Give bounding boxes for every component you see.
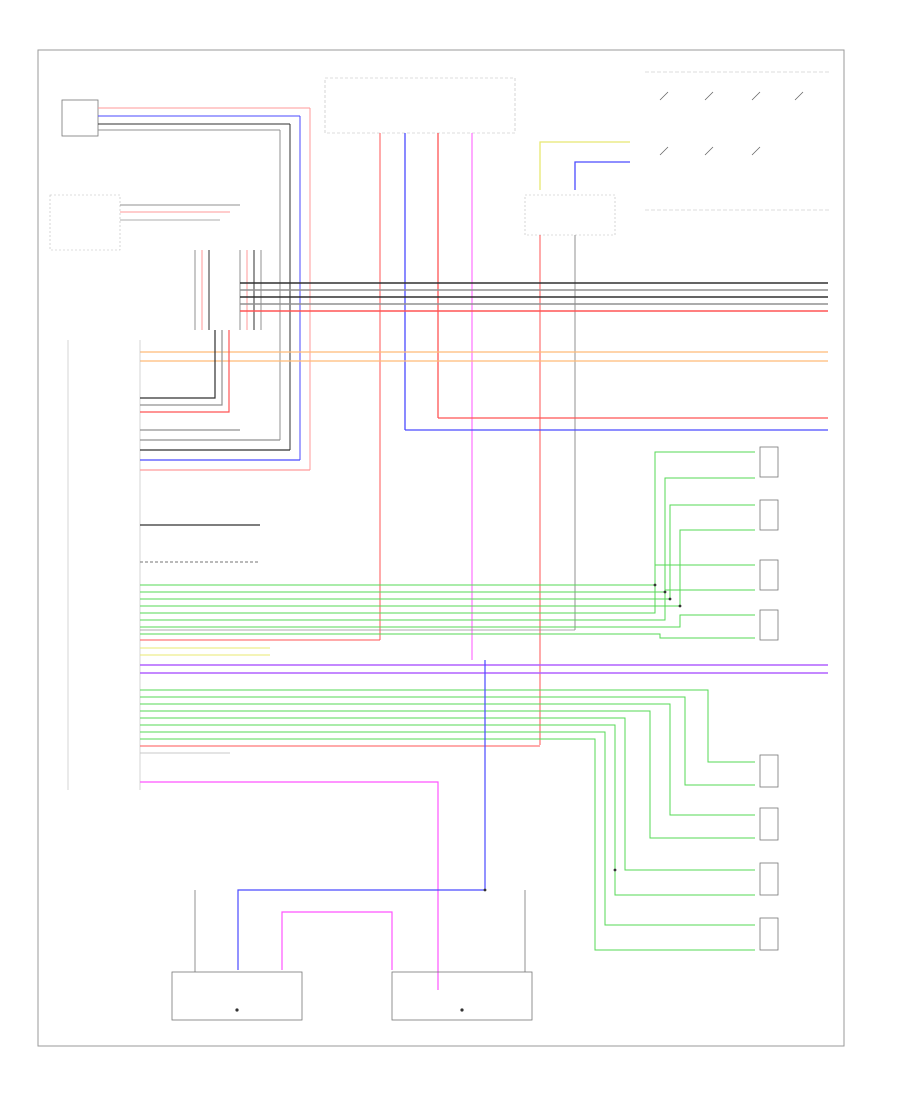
speaker-lower-2 bbox=[759, 807, 779, 841]
speaker-lower-3 bbox=[759, 862, 779, 896]
switch-legend bbox=[645, 71, 830, 211]
connector-stubs bbox=[140, 330, 310, 563]
blue-lower-loop bbox=[237, 660, 486, 970]
rear-module bbox=[391, 890, 533, 1021]
speaker-upper-3 bbox=[759, 559, 779, 591]
magenta-lower-loop bbox=[281, 911, 393, 970]
purple-lines bbox=[140, 664, 828, 674]
junction-dots bbox=[483, 583, 682, 892]
speaker-upper-1 bbox=[759, 446, 779, 478]
top-left-connector bbox=[61, 99, 310, 137]
top-center-block bbox=[324, 77, 516, 660]
speaker-upper-2 bbox=[759, 499, 779, 531]
main-harness-bus bbox=[240, 282, 828, 312]
orange-lines bbox=[140, 351, 828, 362]
speaker-lines-lower bbox=[140, 689, 755, 951]
steering-switch-lines bbox=[524, 141, 630, 745]
main-unit-connector bbox=[67, 340, 141, 790]
speaker-lines-upper bbox=[140, 451, 755, 639]
speaker-upper-4 bbox=[759, 609, 779, 641]
front-module bbox=[171, 890, 303, 1021]
speaker-lower-4 bbox=[759, 917, 779, 951]
left-switch-block bbox=[49, 194, 240, 251]
magenta-lower bbox=[140, 781, 439, 990]
diagram-frame bbox=[37, 49, 845, 1047]
speaker-lower-1 bbox=[759, 754, 779, 788]
